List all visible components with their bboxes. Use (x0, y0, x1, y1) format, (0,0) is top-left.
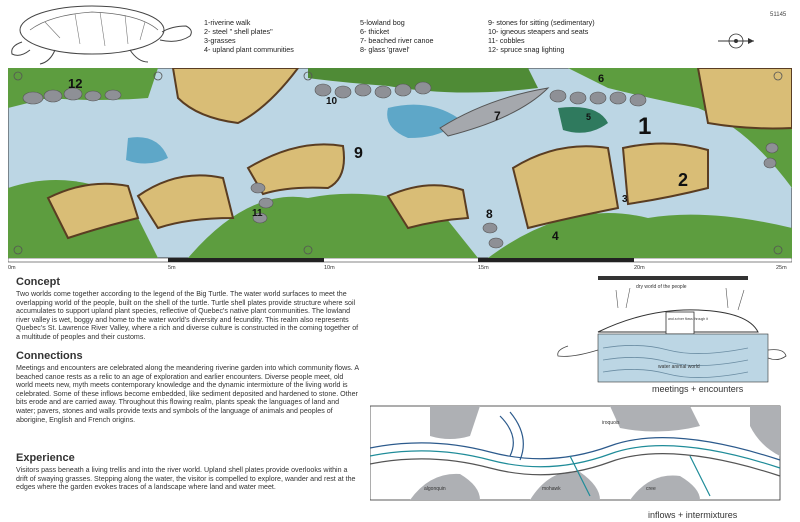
plan-label: 8 (486, 207, 493, 221)
plan-label: 10 (326, 96, 338, 107)
legend-item: 4- upland plant communities (204, 45, 294, 54)
legend-item: 5-lowland bog (360, 18, 405, 27)
diagram-label: water animal world (658, 364, 700, 370)
plan-label: 5 (586, 112, 591, 122)
shell-plate (246, 143, 345, 196)
shell-plate (46, 182, 140, 240)
site-plan: 12 10 6 5 7 1 9 2 3 8 11 4 (8, 68, 792, 258)
legend-item: 3-grasses (204, 36, 236, 45)
turtle-sketch (11, 5, 192, 65)
shell-plate (696, 68, 792, 130)
plan-label: 4 (552, 229, 559, 243)
legend-item: 6- thicket (360, 27, 390, 36)
thicket-area (308, 68, 538, 93)
shell-plate (511, 145, 620, 230)
upland-area (488, 213, 792, 258)
section-heading: Experience (16, 452, 75, 464)
plan-label: 1 (638, 113, 651, 140)
diagram-label: cree (646, 486, 656, 492)
legend-item: 10- igneous steapers and seats (488, 27, 589, 36)
deep-water (387, 104, 458, 138)
scale-label: 0m (8, 265, 16, 270)
legend-item: 9- stones for sitting (sedimentary) (488, 18, 595, 27)
meetings-diagram: dry world of the people and a river flow… (557, 276, 787, 394)
sheet-number: 51145 (770, 12, 787, 18)
inflows-diagram: iroquois algonquin mohawk cree inflows +… (370, 405, 781, 520)
diagram-label: iroquois (602, 420, 620, 426)
plan-label: 9 (354, 145, 363, 162)
shell-plate (171, 68, 300, 125)
section-body: Meetings and encounters are celebrated a… (16, 364, 359, 424)
scale-label: 25m (776, 265, 787, 270)
plan-label: 3 (622, 194, 628, 205)
legend-item: 12- spruce snag lighting (488, 45, 565, 54)
section-heading: Concept (16, 276, 60, 288)
shell-plate (136, 174, 235, 230)
legend-item: 11- cobbles (488, 36, 525, 45)
scale-bar: 0m 5m 10m 15m 20m 25m (8, 258, 792, 270)
diagram-label: and a river flows through it (668, 317, 708, 321)
section-heading: Connections (16, 350, 83, 362)
deep-water (126, 137, 168, 164)
scale-label: 20m (634, 265, 645, 270)
lowland-bog (558, 107, 608, 133)
diagram-label: algonquin (424, 486, 446, 492)
lighting-posts (13, 71, 783, 255)
scale-label: 10m (324, 265, 335, 270)
legend-item: 7- beached river canoe (360, 36, 434, 45)
section-body: Visitors pass beneath a living trellis a… (16, 466, 356, 492)
north-arrow-icon (718, 33, 754, 49)
scale-label: 15m (478, 265, 489, 270)
legend-column-3: 9- stones for sitting (sedimentary) 10- … (488, 18, 595, 54)
legend-item: 2- steel " shell plates" (204, 27, 273, 36)
plan-label: 11 (252, 208, 263, 219)
diagram-caption: meetings + encounters (652, 384, 744, 394)
stone-row (22, 81, 779, 249)
shell-plate (621, 142, 709, 206)
section-body: Two worlds come together according to th… (16, 290, 359, 341)
legend-item: 1-riverine walk (204, 18, 251, 27)
plan-label: 7 (494, 109, 501, 123)
plan-label: 6 (598, 73, 604, 85)
scale-label: 5m (168, 265, 176, 270)
diagram-label: dry world of the people (636, 284, 687, 290)
plan-label: 12 (68, 76, 82, 91)
legend-column-1: 1-riverine walk 2- steel " shell plates"… (204, 18, 294, 54)
plan-label: 2 (678, 170, 688, 190)
diagram-caption: inflows + intermixtures (648, 510, 738, 520)
legend-column-2: 5-lowland bog 6- thicket 7- beached rive… (360, 18, 434, 54)
diagram-label: mohawk (542, 486, 561, 492)
shell-plate (386, 184, 470, 230)
canoe-shape (439, 87, 550, 137)
legend-item: 8- glass 'gravel' (360, 45, 410, 54)
